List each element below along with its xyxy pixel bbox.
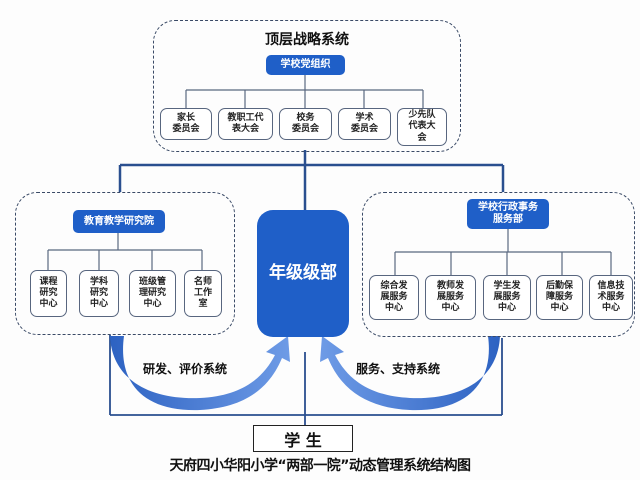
top-system-container [153, 20, 461, 152]
left-child-node: 名师 工作 室 [184, 270, 222, 317]
top-tree-lines [185, 74, 424, 108]
top-child-node: 教职工代 表大会 [218, 108, 273, 140]
right-system-container [362, 192, 635, 337]
right-curved-arrow [320, 336, 500, 411]
top-child-node: 校务 委员会 [279, 108, 332, 140]
left-child-node: 班级管 理研究 中心 [129, 270, 176, 317]
right-child-node: 信息技 术服务 中心 [589, 275, 633, 320]
party-organization-node: 学校党组织 [266, 55, 345, 75]
top-child-node: 少先队 代表大 会 [397, 108, 447, 146]
left-tree-lines [47, 233, 203, 270]
diagram-caption: 天府四小华阳小学“两部一院”动态管理系统结构图 [169, 458, 471, 474]
grade-department-node: 年级级部 [257, 210, 349, 337]
right-child-node: 教师发 展服务 中心 [425, 275, 476, 320]
left-child-node: 课程 研究 中心 [30, 270, 67, 317]
left-system-container [15, 192, 235, 335]
left-child-node: 学科 研究 中心 [79, 270, 119, 317]
right-child-node: 学生发 展服务 中心 [483, 275, 531, 320]
top-system-title: 顶层战略系统 [265, 32, 349, 48]
right-child-node: 综合发 展服务 中心 [369, 275, 419, 320]
left-arrow-label: 研发、评价系统 [143, 362, 228, 376]
main-connectors [118, 150, 505, 210]
left-curved-arrow [110, 336, 290, 411]
bottom-bracket [109, 335, 503, 425]
right-arrow-label: 服务、支持系统 [356, 362, 441, 376]
education-research-institute-node: 教育教学研究院 [73, 210, 165, 233]
student-node: 学 生 [253, 425, 353, 452]
top-child-node: 学术 委员会 [338, 108, 391, 140]
admin-service-department-node: 学校行政事务 服务部 [467, 199, 549, 229]
top-child-node: 家长 委员会 [160, 108, 212, 140]
right-child-node: 后勤保 障服务 中心 [536, 275, 583, 320]
right-tree-lines [394, 228, 612, 275]
